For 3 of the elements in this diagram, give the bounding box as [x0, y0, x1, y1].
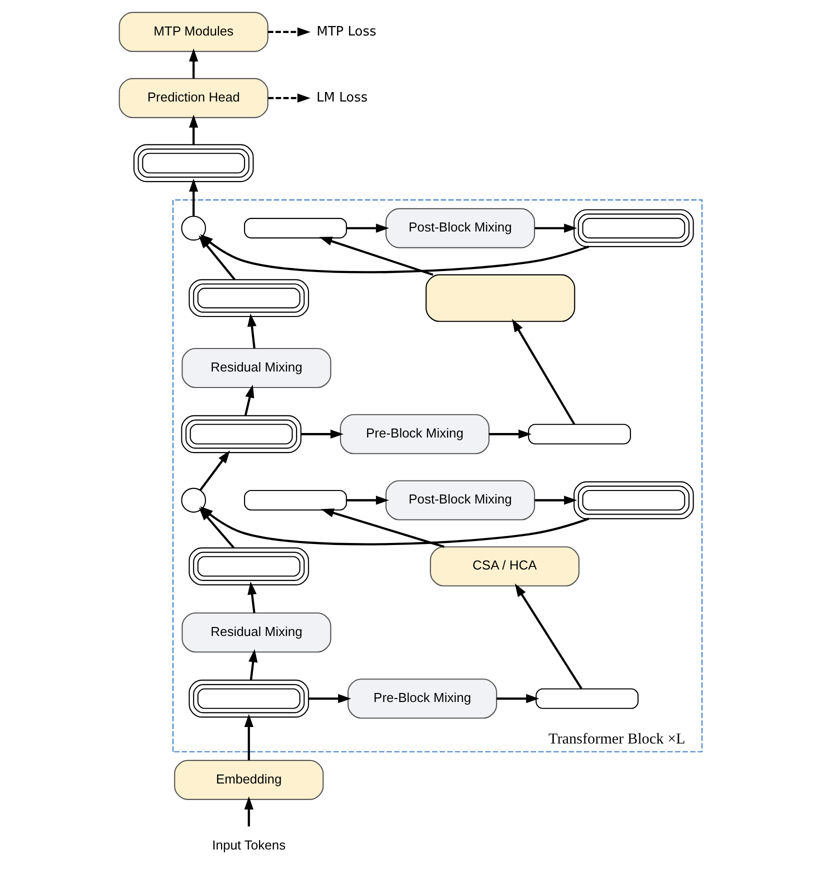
node-text: Input Tokens: [212, 837, 286, 852]
node-text: MTP Loss: [316, 24, 376, 40]
node-text: LM Loss: [316, 90, 368, 106]
